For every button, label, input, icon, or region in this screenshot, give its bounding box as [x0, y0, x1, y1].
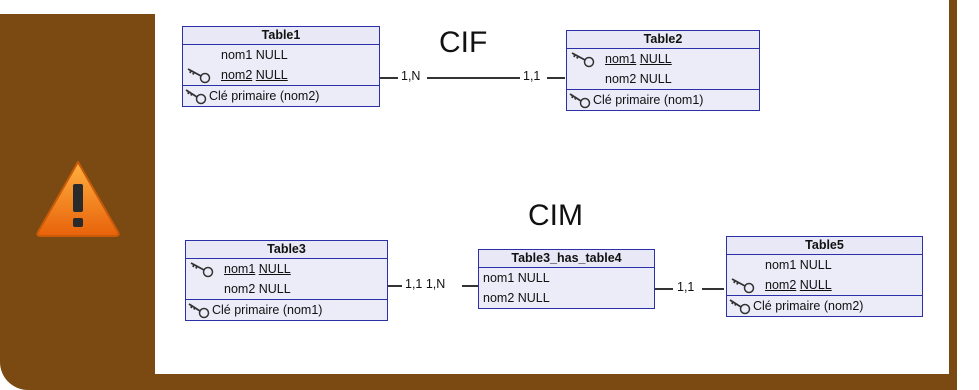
table5-name: Table5: [727, 237, 922, 255]
table3-col-nom2: nom2 NULL: [224, 282, 291, 296]
table2-pk: Clé primaire (nom1): [567, 89, 759, 110]
table5-col-nom2: nom2 NULL: [727, 275, 922, 295]
cim-link-right: [655, 288, 673, 290]
diagram-panel: CIF Table1 nom1 NULL nom2 NULL Clé prima…: [155, 0, 949, 374]
frame-right-border: [949, 0, 957, 390]
table5[interactable]: Table5 nom1 NULL nom2 NULL Clé primaire …: [726, 236, 923, 317]
cim-link-left2: [462, 285, 478, 287]
table3-col-nom1-null: NULL: [258, 262, 291, 276]
cif-title: CIF: [439, 26, 488, 59]
key-icon: [187, 68, 211, 84]
cif-link-right: [547, 77, 565, 79]
key-icon: [188, 303, 210, 319]
cif-card-right: 1,1: [523, 69, 541, 83]
key-icon: [185, 89, 207, 105]
table1-col-nom2: nom2 NULL: [183, 65, 379, 85]
table1[interactable]: Table1 nom1 NULL nom2 NULL Clé primaire …: [182, 26, 380, 107]
key-icon: [729, 299, 751, 315]
table3-col-nom1: nom1 NULL: [186, 259, 387, 279]
table1-pk: Clé primaire (nom2): [183, 85, 379, 106]
table5-pk-label: Clé primaire (nom2): [753, 299, 864, 313]
table1-col-nom2-name: nom2: [221, 68, 253, 82]
assoc-table[interactable]: Table3_has_table4 nom1 NULL nom2 NULL: [478, 249, 655, 309]
table2-col-nom1-name: nom1: [605, 52, 637, 66]
table5-col-nom2-null: NULL: [799, 278, 832, 292]
table1-col-nom2-null: NULL: [255, 68, 288, 82]
table2-col-nom1: nom1 NULL: [567, 49, 759, 69]
table2-name: Table2: [567, 31, 759, 49]
key-icon: [190, 262, 214, 278]
key-icon: [571, 52, 595, 68]
frame-right-gap: [957, 0, 979, 390]
assoc-col-nom1: nom1 NULL: [483, 271, 550, 285]
table1-pk-label: Clé primaire (nom2): [209, 89, 320, 103]
table3-name: Table3: [186, 241, 387, 259]
table2-col-nom1-null: NULL: [639, 52, 672, 66]
table5-pk: Clé primaire (nom2): [727, 295, 922, 316]
table3-col-nom1-name: nom1: [224, 262, 256, 276]
warning-icon: [36, 161, 120, 237]
cim-link-left: [388, 285, 402, 287]
table3-pk-label: Clé primaire (nom1): [212, 303, 323, 317]
cim-card-right: 1,1: [677, 280, 695, 294]
key-icon: [731, 278, 755, 294]
table2-pk-label: Clé primaire (nom1): [593, 93, 704, 107]
cif-link-mid: [427, 77, 520, 79]
cim-link-right2: [702, 288, 724, 290]
cif-link-left: [380, 77, 398, 79]
table5-col-nom2-name: nom2: [765, 278, 797, 292]
cif-card-left: 1,N: [401, 69, 421, 83]
table2[interactable]: Table2 nom1 NULL nom2 NULL Clé primaire …: [566, 30, 760, 111]
assoc-col-nom2: nom2 NULL: [483, 291, 550, 305]
cim-title: CIM: [528, 199, 583, 232]
table1-name: Table1: [183, 27, 379, 45]
assoc-table-name: Table3_has_table4: [479, 250, 654, 268]
cim-card-left: 1,1 1,N: [405, 277, 446, 291]
table5-col-nom1: nom1 NULL: [765, 258, 832, 272]
table2-col-nom2: nom2 NULL: [605, 72, 672, 86]
table3-pk: Clé primaire (nom1): [186, 299, 387, 320]
key-icon: [569, 93, 591, 109]
table3[interactable]: Table3 nom1 NULL nom2 NULL Clé primaire …: [185, 240, 388, 321]
table1-col-nom1: nom1 NULL: [221, 48, 288, 62]
